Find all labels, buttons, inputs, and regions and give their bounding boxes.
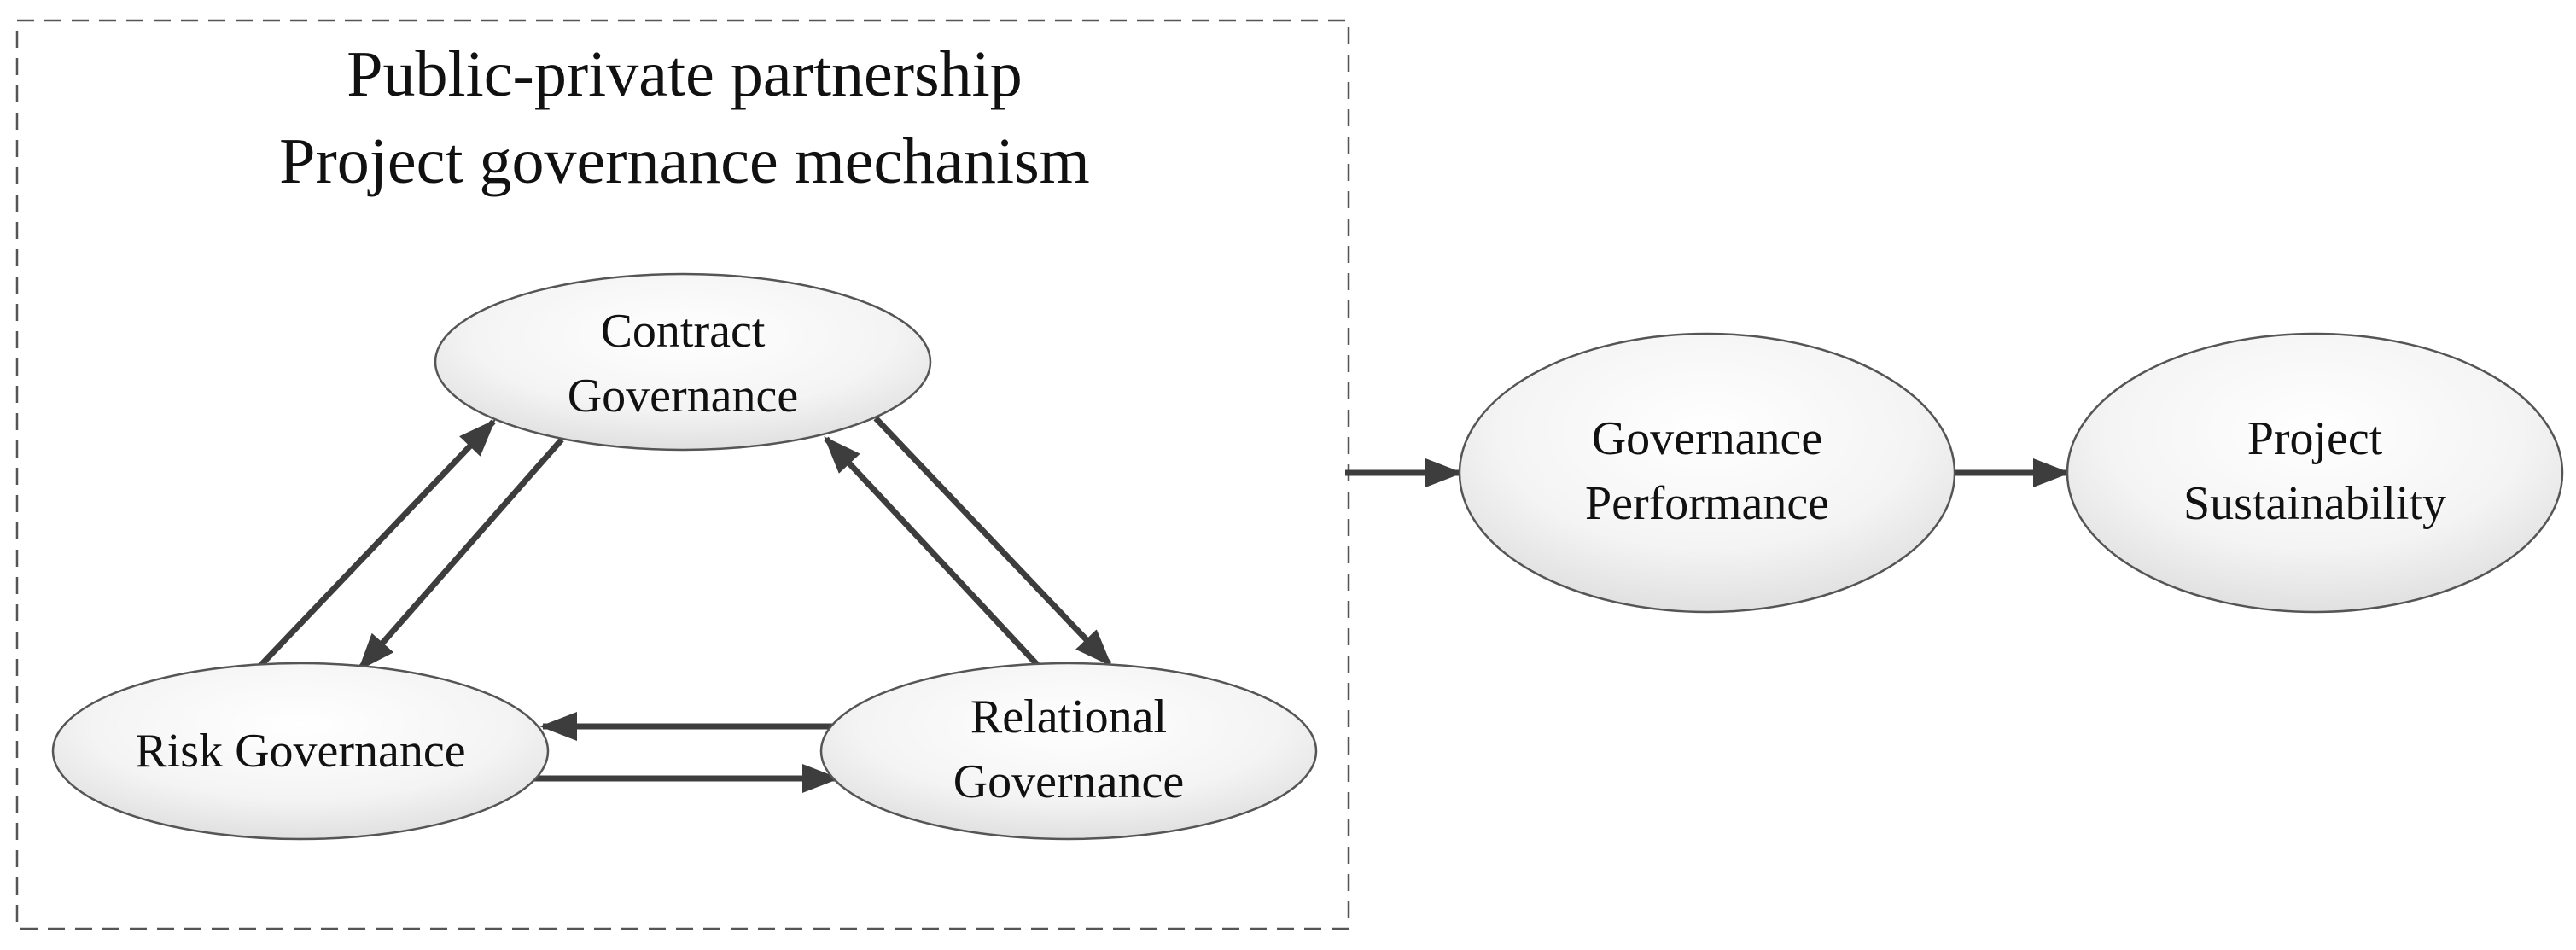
governance-performance-ellipse (1458, 332, 1956, 614)
edge-relational-to-contract (824, 436, 1046, 673)
contract-governance-label-line1: Contract (601, 305, 766, 358)
risk-governance-ellipse (51, 662, 550, 841)
edge-contract-to-relational (873, 416, 1112, 667)
relational-governance-ellipse (819, 662, 1318, 841)
edge-risk-to-contract (255, 419, 496, 671)
mechanism-title-line2: Project governance mechanism (279, 125, 1090, 197)
node-relational-governance: Relational Governance (819, 662, 1318, 841)
project-sustainability-label-line1: Project (2247, 412, 2383, 465)
edge-contract-to-risk (358, 437, 564, 672)
project-sustainability-label-line2: Sustainability (2183, 477, 2446, 530)
relational-governance-label-line2: Governance (953, 755, 1185, 808)
node-contract-governance: Contract Governance (434, 272, 932, 452)
node-governance-performance: Governance Performance (1458, 332, 1956, 614)
mechanism-title-line1: Public-private partnership (347, 38, 1022, 110)
project-sustainability-ellipse (2066, 332, 2564, 614)
governance-performance-label-line2: Performance (1585, 477, 1829, 530)
node-project-sustainability: Project Sustainability (2066, 332, 2564, 614)
governance-performance-label-line1: Governance (1592, 412, 1823, 465)
contract-governance-label-line2: Governance (568, 370, 799, 423)
risk-governance-label: Risk Governance (135, 725, 465, 778)
node-risk-governance: Risk Governance (51, 662, 550, 841)
relational-governance-label-line1: Relational (970, 691, 1167, 743)
contract-governance-ellipse (434, 272, 932, 452)
